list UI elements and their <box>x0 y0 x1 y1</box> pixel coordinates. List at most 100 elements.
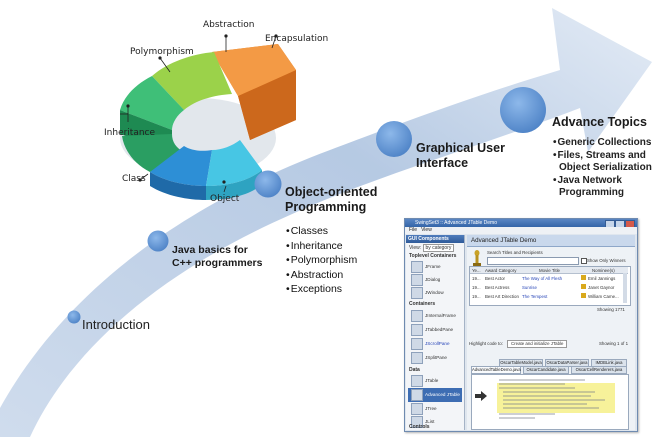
highlight-label: Highlight code to: <box>469 341 503 346</box>
advance-bullet-cont: Programming <box>559 187 625 198</box>
table-cell[interactable]: Best Actor <box>485 276 506 281</box>
search-input[interactable] <box>487 257 579 265</box>
label-class: Class <box>122 174 146 184</box>
sidebar-item-selected[interactable]: Advanced JTable <box>408 388 462 402</box>
menu-view[interactable]: View <box>421 227 432 233</box>
advance-bullet-list: Generic Collections Files, Streams and O… <box>553 137 652 200</box>
sidebar-item[interactable]: JScrollPane <box>408 337 462 351</box>
step-introduction: Introduction <box>82 317 150 332</box>
show-winners-checkbox[interactable] <box>581 258 587 264</box>
sidebar-item-label: JScrollPane <box>425 341 450 346</box>
menu-file[interactable]: File <box>409 227 418 233</box>
oop-bullet-list: Classes Inheritance Polymorphism Abstrac… <box>286 224 358 297</box>
node-advance-topics <box>500 87 546 133</box>
winner-star-icon <box>581 275 586 280</box>
showing-count: Showing 1771 <box>597 307 625 312</box>
ring-segment-abstraction <box>152 52 232 110</box>
node-gui <box>376 121 412 157</box>
table-cell[interactable]: Janet Gaynor <box>588 285 615 290</box>
sidebar-item-label: JSplitPane <box>425 355 447 360</box>
advance-bullet: Files, Streams and <box>553 150 652 163</box>
table-cell[interactable]: Emil Jannings <box>588 276 616 281</box>
label-inheritance: Inheritance <box>104 128 156 138</box>
label-polymorphism: Polymorphism <box>130 47 194 57</box>
sidebar-item-label: JList <box>425 419 435 424</box>
sidebar-item-label: JInternalFrame <box>425 313 456 318</box>
tab-advanced-table-demo[interactable]: AdvancedTableDemo.java <box>471 366 521 374</box>
table-cell[interactable]: 19... <box>472 294 481 299</box>
sidebar-item[interactable]: JTable <box>408 374 462 388</box>
tab-oscar-cell-renderers[interactable]: OscarCellRenderers.java <box>571 366 627 374</box>
step-oop: Object-oriented Programming <box>285 185 377 215</box>
ring-segment-object <box>206 140 262 186</box>
col-header-movie[interactable]: Movie Title <box>539 268 560 273</box>
sidebar-item-label: JDialog <box>425 277 441 282</box>
sidebar-item-label: JTree <box>425 406 437 411</box>
table-header <box>470 267 628 274</box>
table-cell[interactable]: 19... <box>472 285 481 290</box>
col-header-nominee[interactable]: Nominee(s) <box>592 268 615 273</box>
step-java-basics-line1: Java basics for <box>172 244 248 256</box>
sidebar-item[interactable]: JTree <box>408 402 462 416</box>
showing-of: Showing 1 of 1 <box>599 341 629 346</box>
tab-oscar-candidate[interactable]: OscarCandidate.java <box>523 366 569 374</box>
sidebar-item[interactable]: JList <box>408 415 462 429</box>
oop-bullet: Polymorphism <box>286 253 358 268</box>
demo-title: Advanced JTable Demo <box>471 237 537 244</box>
table-cell[interactable]: Best Actress <box>485 285 510 290</box>
sidebar-item[interactable]: JTabbedPane <box>408 323 462 337</box>
table-cell-link[interactable]: Sunrise <box>522 285 537 290</box>
code-lines <box>499 379 605 419</box>
group-data: Data <box>409 367 420 373</box>
sidebar-item[interactable]: JDialog <box>408 273 462 287</box>
sidebar-item[interactable]: JInternalFrame <box>408 309 462 323</box>
winner-star-icon <box>581 284 586 289</box>
table-scrollbar[interactable] <box>623 273 627 303</box>
node-java-basics <box>147 230 169 252</box>
col-header-category[interactable]: Award Category <box>485 268 517 273</box>
view-label: View: <box>409 245 422 251</box>
oop-bullet: Classes <box>286 224 357 239</box>
sidebar-item-label: JWindow <box>425 290 444 295</box>
search-label: Search Titles and Recipients <box>487 250 543 255</box>
ring-segment-polymorphism <box>120 76 184 130</box>
step-gui-line1: Graphical User <box>416 141 505 155</box>
table-cell-link[interactable]: The Tempest <box>522 294 548 299</box>
ring-segment-class <box>150 146 212 186</box>
step-oop-line1: Object-oriented <box>285 185 378 199</box>
step-java-basics: Java basics for C++ programmers <box>172 244 262 270</box>
col-header-year[interactable]: Ye... <box>472 268 481 273</box>
table-cell[interactable]: Best Art Direction <box>485 294 519 299</box>
view-dropdown[interactable]: by category <box>422 244 455 252</box>
sidebar-header: GUI Components <box>406 235 464 243</box>
label-abstraction: Abstraction <box>203 20 255 30</box>
table-cell[interactable]: 19... <box>472 276 481 281</box>
table-cell[interactable]: William Came... <box>588 294 619 299</box>
tab-oscar-table-model[interactable]: OscarTableModel.java <box>499 359 543 367</box>
group-controls: Controls <box>409 424 430 430</box>
advanced-jtable-icon <box>411 389 423 401</box>
step-advance-topics: Advance Topics <box>552 115 647 129</box>
jtable-icon <box>411 375 423 387</box>
group-containers: Containers <box>409 301 436 307</box>
sidebar-item-label: Advanced JTable <box>425 392 460 397</box>
internal-frame-icon <box>411 310 423 322</box>
highlight-dropdown[interactable]: Create and initialize JTable <box>507 340 568 348</box>
sidebar-item[interactable]: JSplitPane <box>408 351 462 365</box>
oscar-trophy-icon <box>473 250 481 266</box>
window-title: SwingSet3 :: Advanced JTable Demo <box>415 220 497 226</box>
step-gui-line2: Interface <box>416 156 469 170</box>
view-selector[interactable]: View: by category <box>406 244 467 252</box>
sidebar-item[interactable]: JFrame <box>408 260 462 274</box>
table-cell-link[interactable]: The Way of All Flesh <box>522 276 563 281</box>
split-pane-icon <box>411 352 423 364</box>
oop-ring-diagram <box>120 34 296 200</box>
sidebar: GUI Components View: by category Topleve… <box>406 235 465 430</box>
label-encapsulation: Encapsulation <box>265 34 329 44</box>
jlist-icon <box>411 416 423 428</box>
node-oop <box>254 170 282 198</box>
advance-bullet: Java Network <box>553 175 652 188</box>
sidebar-item[interactable]: JWindow <box>408 286 462 300</box>
